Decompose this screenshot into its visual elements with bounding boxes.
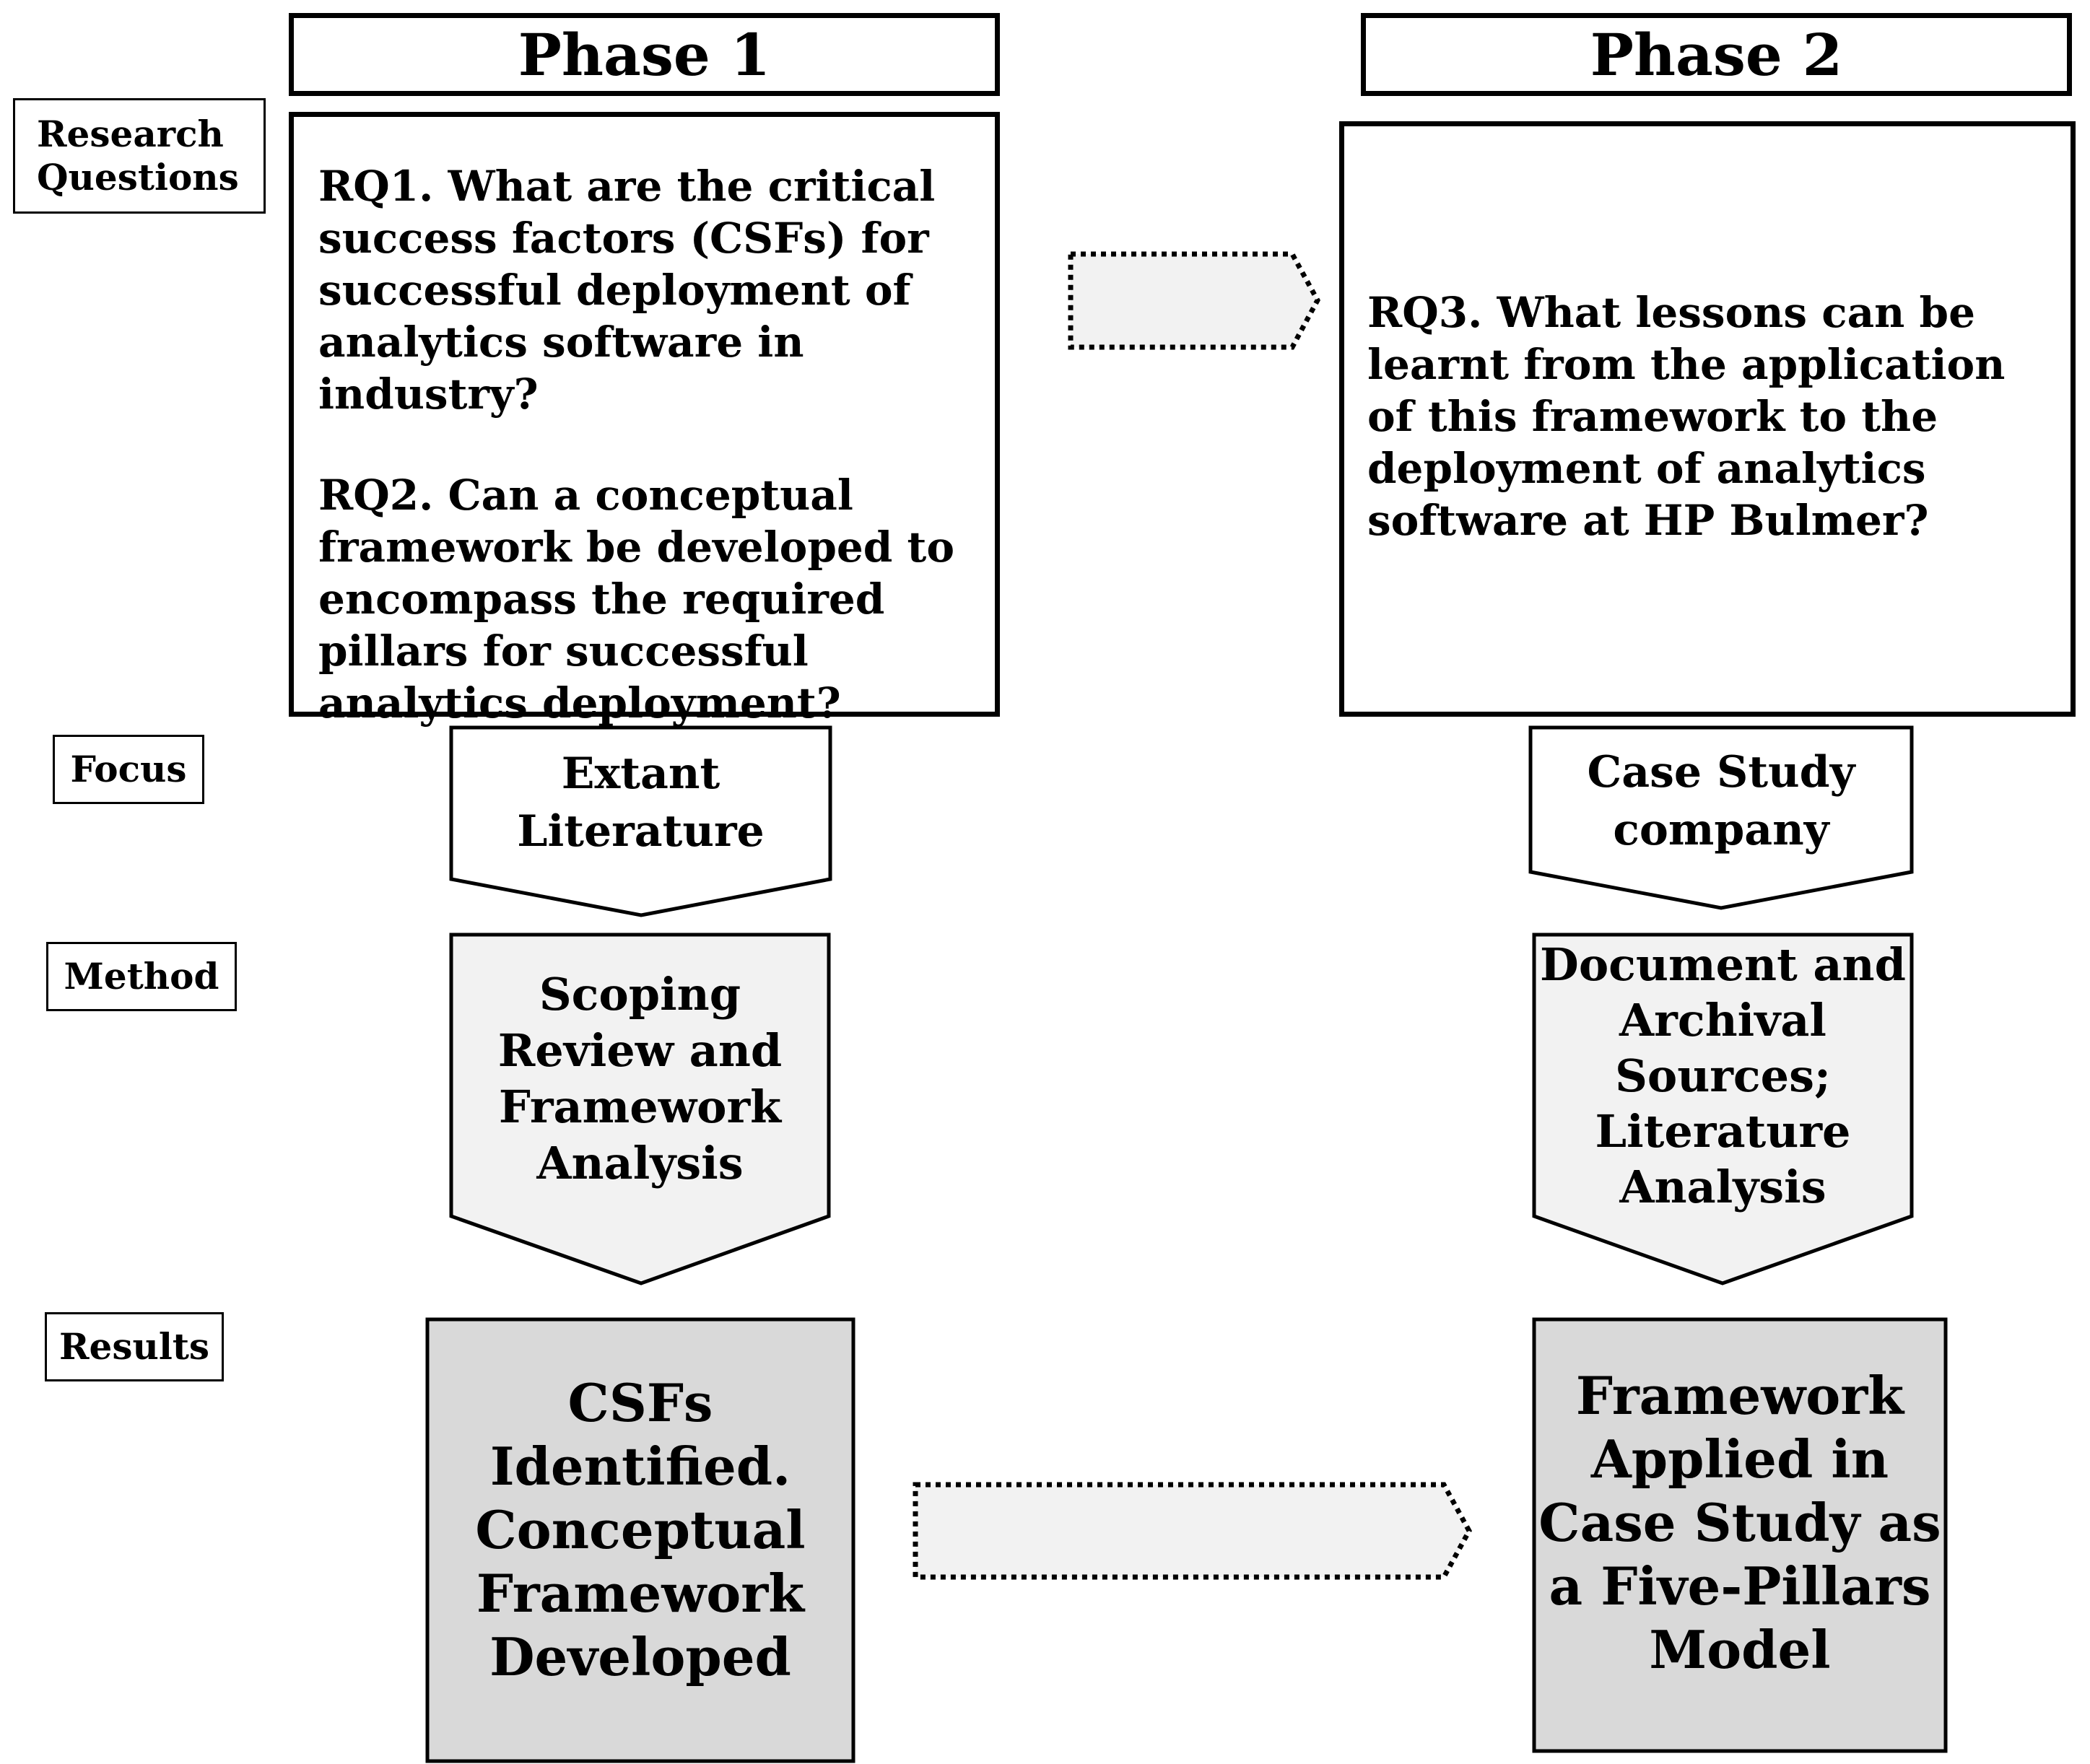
phase2-results-text: Framework Applied in Case Study as a Fiv… bbox=[1538, 1365, 1941, 1680]
phase2-research-questions-box: RQ3. What lessons can be learnt from the… bbox=[1339, 121, 2076, 717]
row-label-results: Results bbox=[45, 1312, 224, 1381]
row-label-method: Method bbox=[46, 942, 237, 1011]
phase2-focus-text: Case Study company bbox=[1587, 747, 1855, 855]
phase1-results-shape bbox=[425, 1317, 855, 1763]
phase2-focus-shape bbox=[1528, 725, 1914, 910]
phase1-research-questions-box: RQ1. What are the critical success facto… bbox=[289, 112, 1000, 728]
rq2-text: RQ2. Can a conceptual framework be devel… bbox=[318, 471, 955, 728]
phase2-method-shape bbox=[1532, 933, 1914, 1285]
phase1-method-shape bbox=[449, 933, 831, 1285]
row-label-research-questions: Research Questions bbox=[13, 98, 266, 214]
phase2-header: Phase 2 bbox=[1361, 13, 2072, 96]
phase1-focus-text: Extant Literature bbox=[517, 748, 765, 857]
row-label-focus: Focus bbox=[53, 735, 204, 804]
phase1-focus-shape bbox=[449, 725, 832, 917]
phase2-method-text: Document and Archival Sources; Literatur… bbox=[1540, 938, 1906, 1213]
phase-connector-arrow-top bbox=[1068, 251, 1320, 350]
rq3-text: RQ3. What lessons can be learnt from the… bbox=[1367, 288, 2006, 545]
rq1-text: RQ1. What are the critical success facto… bbox=[318, 162, 936, 419]
phase2-results-shape bbox=[1532, 1317, 1948, 1753]
phase1-method-text: Scoping Review and Framework Analysis bbox=[497, 968, 783, 1189]
phase1-results-text: CSFs Identified. Conceptual Framework De… bbox=[475, 1372, 806, 1687]
phase1-header: Phase 1 bbox=[289, 13, 1000, 96]
phase-connector-arrow-bottom bbox=[913, 1482, 1472, 1580]
